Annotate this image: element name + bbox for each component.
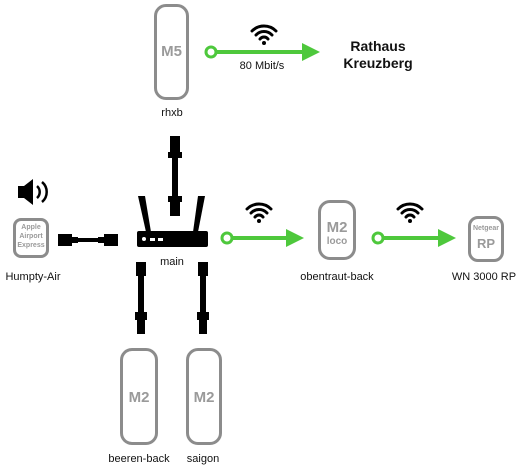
device-label-wn3000: WN 3000 RP bbox=[451, 271, 517, 283]
link-arrow bbox=[220, 229, 304, 247]
device-label-beeren-back: beeren-back bbox=[108, 453, 170, 465]
ethernet-cable-icon bbox=[168, 136, 182, 216]
device-brand: Netgear bbox=[472, 225, 500, 232]
device-model: RP bbox=[476, 236, 496, 251]
link-arrow bbox=[371, 229, 456, 247]
device-brand-line: Airport bbox=[19, 233, 43, 240]
device-model: M5 bbox=[161, 43, 182, 60]
destination-title-line2: Kreuzberg bbox=[343, 55, 413, 71]
device-brand-line: Express bbox=[17, 242, 45, 249]
device-label-obentraut-back: obentraut-back bbox=[300, 271, 374, 283]
device-saigon: M2 bbox=[186, 348, 222, 445]
device-label-rhxb: rhxb bbox=[161, 107, 183, 119]
device-obentraut-back: M2 loco bbox=[318, 200, 356, 260]
device-model: M2 bbox=[326, 219, 348, 236]
wifi-icon bbox=[245, 202, 273, 225]
ethernet-cable-icon bbox=[58, 234, 118, 246]
speaker-icon bbox=[18, 179, 48, 205]
device-model: M2 bbox=[128, 389, 150, 406]
device-model: M2 bbox=[193, 389, 215, 406]
ethernet-cable-icon bbox=[197, 262, 209, 334]
device-beeren-back: M2 bbox=[120, 348, 158, 445]
device-label-main: main bbox=[160, 256, 184, 268]
link-speed-label: 80 Mbit/s bbox=[239, 60, 285, 72]
device-rhxb: M5 bbox=[154, 4, 189, 100]
device-brand-line: Apple bbox=[21, 224, 41, 231]
device-sub: loco bbox=[326, 236, 348, 247]
device-humpty-air: Apple Airport Express bbox=[13, 218, 49, 258]
device-label-saigon: saigon bbox=[186, 453, 220, 465]
wifi-icon bbox=[396, 202, 424, 225]
uplink-arrow bbox=[204, 43, 320, 61]
wifi-icon bbox=[250, 24, 278, 47]
router-icon bbox=[137, 196, 208, 247]
ethernet-cable-icon bbox=[135, 262, 147, 334]
device-wn3000: Netgear RP bbox=[468, 216, 504, 262]
destination-title-line1: Rathaus bbox=[350, 38, 406, 54]
device-label-humpty-air: Humpty-Air bbox=[5, 271, 61, 283]
